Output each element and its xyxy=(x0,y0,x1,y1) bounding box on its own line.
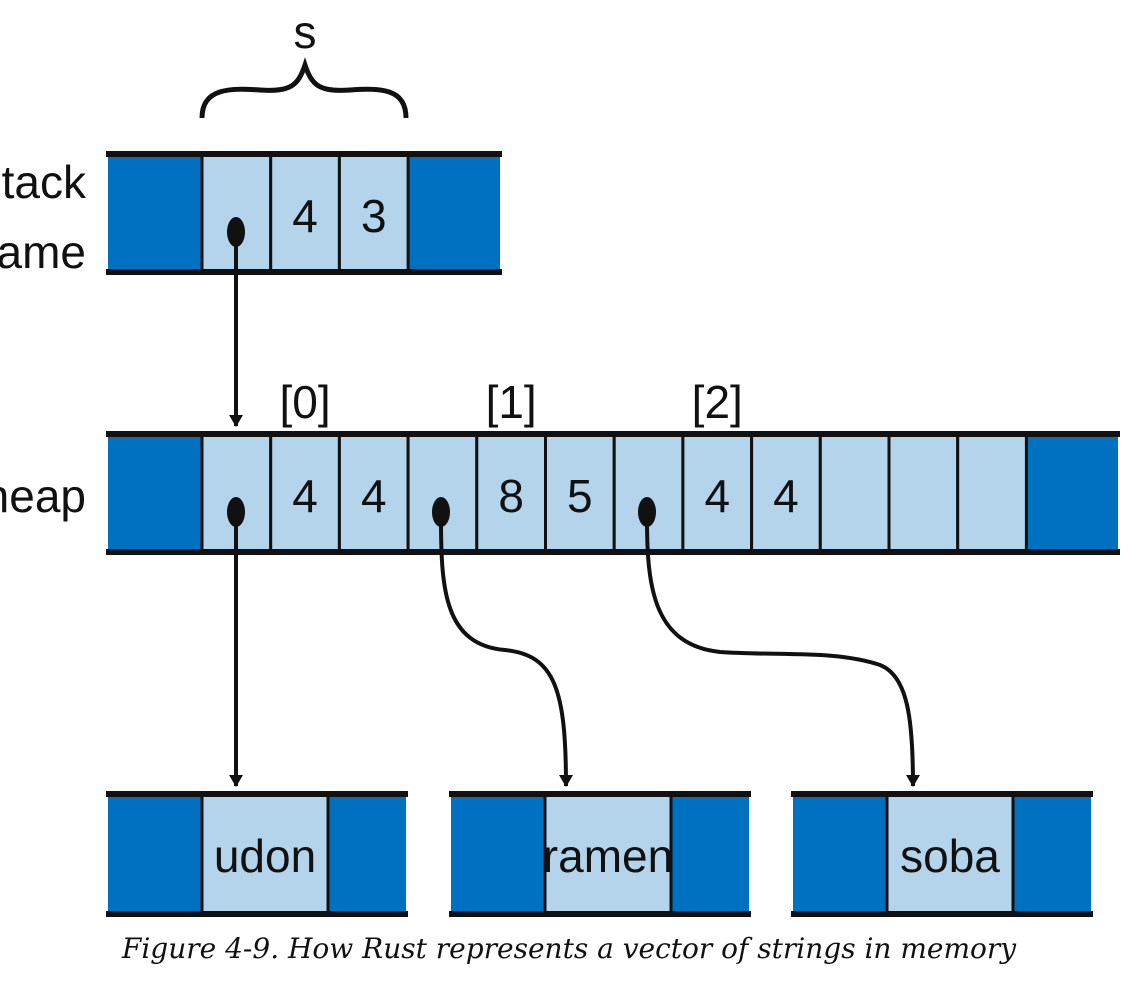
heap-index-label: [0] xyxy=(279,376,330,428)
stack-pad-right xyxy=(406,154,500,272)
heap-cell-value: 8 xyxy=(498,470,524,522)
string-value: ramen xyxy=(543,830,673,882)
arrow-soba xyxy=(645,519,920,787)
stack-cell-value: 3 xyxy=(361,190,387,242)
heap-index-label: [1] xyxy=(486,376,537,428)
string-buffer-udon: udon xyxy=(106,791,408,917)
heap-label: heap xyxy=(0,470,86,522)
heap-cell-value: 4 xyxy=(704,470,730,522)
stack-cell-value: 4 xyxy=(292,190,318,242)
pointer-dot-ramen xyxy=(432,497,450,527)
heap-cell-value: 4 xyxy=(292,470,318,522)
heap-cell-value: 4 xyxy=(361,470,387,522)
heap-index-label: [2] xyxy=(692,376,743,428)
heap-pad-right xyxy=(1024,434,1118,552)
stack-pad-left xyxy=(108,154,202,272)
string-buffer-ramen: ramen xyxy=(449,791,751,917)
string-value: soba xyxy=(900,830,1000,882)
pointer-dots xyxy=(227,217,656,527)
string-value: udon xyxy=(214,830,316,882)
heap-cell-value: 5 xyxy=(567,470,593,522)
figure-caption: Figure 4-9. How Rust represents a vector… xyxy=(121,932,1017,965)
pointer-dot-soba xyxy=(638,497,656,527)
frame-label: frame xyxy=(0,226,86,278)
heap-cell xyxy=(956,432,1028,554)
heap-cell xyxy=(337,432,410,554)
string-buffer-cell xyxy=(200,792,330,916)
pointer-dot-stack xyxy=(227,217,245,247)
pointer-dot-udon xyxy=(227,497,245,527)
brace-icon xyxy=(199,57,409,119)
binding-label-s: s xyxy=(294,6,317,58)
pointer-arrows xyxy=(229,240,920,787)
heap-cell-value: 4 xyxy=(773,470,799,522)
heap-cell xyxy=(887,432,960,554)
arrow-ramen xyxy=(439,519,573,787)
string-buffer-soba: soba xyxy=(791,791,1093,917)
string-buffer-cell xyxy=(885,792,1015,916)
heap-cell xyxy=(818,432,891,554)
heap-pad-left xyxy=(108,434,202,552)
